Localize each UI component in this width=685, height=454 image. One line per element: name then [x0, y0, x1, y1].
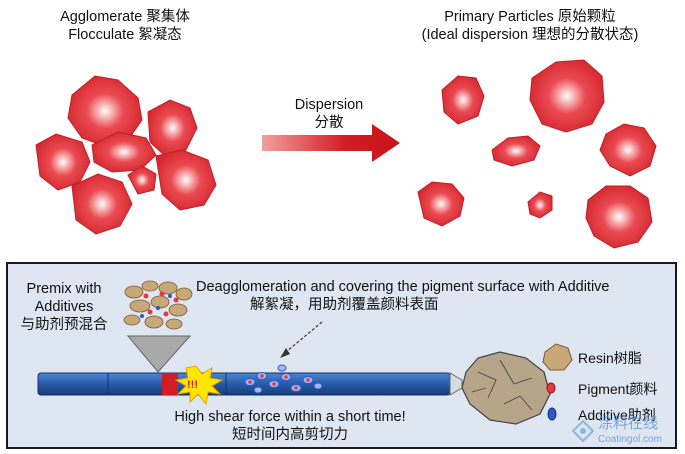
- pointer-arrowhead-icon: [280, 348, 290, 358]
- primary-particle: [599, 123, 657, 177]
- primary-particle: [529, 59, 605, 133]
- pigment-legend-icon: [546, 382, 556, 394]
- primary-particles-title: Primary Particles 原始颗粒: [444, 9, 616, 25]
- agglomerate-particle: [127, 165, 157, 195]
- resin-legend-icon: [542, 343, 573, 371]
- deagglomeration-pointer: [285, 321, 323, 353]
- premix-mixture: [123, 280, 193, 330]
- shear-label: High shear force within a short time!: [174, 409, 406, 425]
- ideal-dispersion-subtitle: (Ideal dispersion 理想的分散状态): [421, 27, 639, 43]
- primary-particle: [527, 191, 553, 219]
- dispersion-label: Dispersion: [294, 97, 364, 113]
- premix-label-line2: Additives: [34, 299, 94, 315]
- agglomerate-particle: [147, 99, 198, 157]
- premix-label-line1: Premix with: [26, 281, 102, 297]
- warning-text: !!!: [187, 379, 198, 391]
- flocculate-title: Flocculate 絮凝态: [68, 27, 182, 43]
- shear-zone: [162, 373, 178, 395]
- primary-particle: [441, 75, 485, 125]
- agglomerate-particle: [35, 133, 91, 191]
- primary-particle: [585, 185, 653, 249]
- premix-funnel: [126, 335, 192, 373]
- mill-tube: [37, 372, 451, 396]
- dispersed-particles: [244, 364, 323, 394]
- watermark-en: Coatingol.com: [598, 434, 662, 445]
- premix-label-cn: 与助剂预混合: [20, 317, 108, 333]
- additive-legend-icon: [547, 407, 557, 421]
- warning-burst: [174, 365, 224, 406]
- agglomerate-cluster: [35, 75, 217, 235]
- legend-resin-label: Resin树脂: [578, 350, 642, 366]
- primary-particle: [491, 135, 541, 167]
- agglomerate-title: Agglomerate 聚集体: [60, 9, 190, 25]
- primary-particle: [417, 181, 465, 227]
- agglomerate-particle: [155, 149, 217, 211]
- watermark-cn: 涂料在线: [598, 415, 659, 432]
- dispersion-arrow: [262, 124, 400, 162]
- legend-additive-label: Additive助剂: [578, 407, 656, 423]
- tube-nozzle: [449, 372, 463, 396]
- dispersion-label-cn: 分散: [314, 115, 344, 131]
- primary-particles: [417, 59, 657, 249]
- deagglomeration-label-cn: 解絮凝，用助剂覆盖颜料表面: [250, 297, 439, 313]
- agglomerate-particle: [91, 131, 157, 173]
- agglomerate-particle: [71, 173, 133, 235]
- shear-label-cn: 短时间内高剪切力: [232, 427, 348, 443]
- resin-rock: [461, 351, 551, 425]
- legend-pigment-label: Pigment颜料: [578, 381, 658, 397]
- agglomerate-particle: [67, 75, 143, 147]
- watermark: 涂料在线 Coatingol.com: [572, 412, 682, 452]
- deagglomeration-label: Deagglomeration and covering the pigment…: [196, 279, 610, 295]
- watermark-logo-icon: [572, 420, 594, 442]
